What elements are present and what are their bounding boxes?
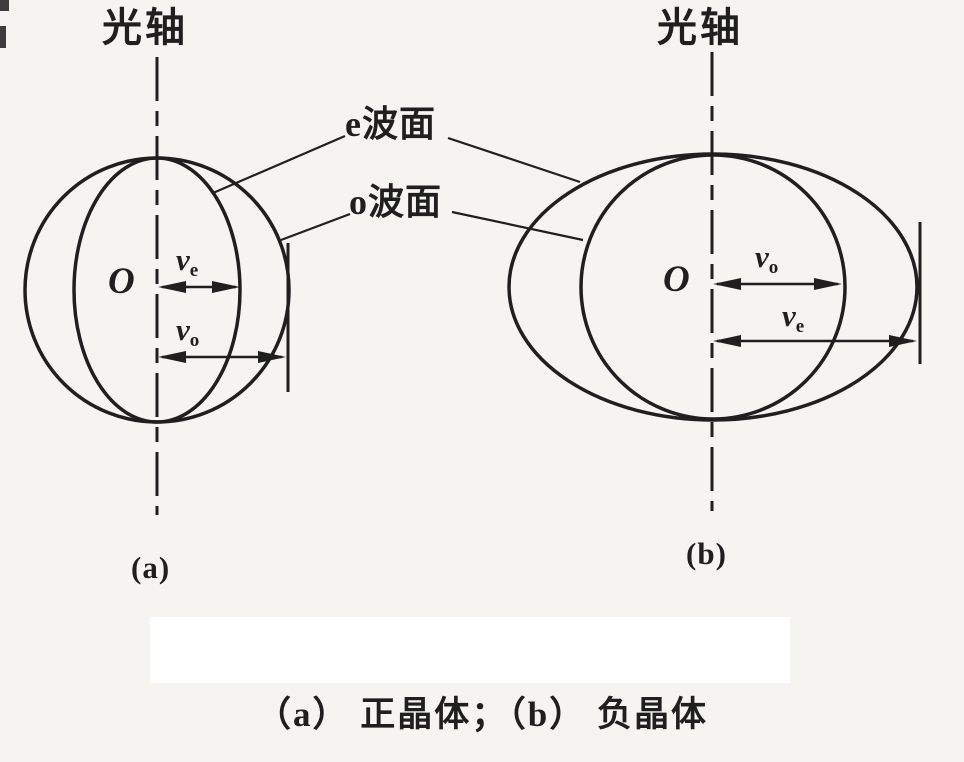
figure-caption: （a） 正晶体；（b） 负晶体	[256, 695, 708, 734]
scan-artifact-mark	[0, 26, 6, 48]
e-wave-surface-ellipse-b	[509, 154, 917, 420]
velocity-subscript: o	[768, 257, 779, 278]
panel-sublabel-a: (a)	[131, 550, 171, 585]
velocity-subscript: o	[189, 330, 200, 351]
background-highlight-band	[150, 617, 790, 683]
ve-arrow-a	[158, 281, 240, 293]
ve-arrow-b	[713, 335, 917, 347]
velocity-symbol: v	[176, 312, 190, 347]
panel-sublabel-b: (b)	[686, 536, 727, 571]
leader-lines	[213, 136, 583, 240]
vo-velocity-label-a: vo	[176, 314, 199, 350]
vo-arrow-a	[158, 351, 286, 363]
o-label-leader-right	[452, 212, 583, 240]
vo-velocity-label-b: vo	[755, 241, 778, 277]
origin-label-b: O	[663, 259, 690, 300]
velocity-symbol: v	[755, 239, 769, 274]
e-wave-surface-ellipse-a	[74, 158, 240, 422]
e-label-leader-right	[448, 138, 580, 182]
scan-artifact-mark	[0, 0, 9, 11]
velocity-symbol: v	[782, 298, 796, 333]
e-wavefront-label: e波面	[345, 104, 436, 144]
o-label-leader-left	[281, 214, 350, 240]
ve-velocity-label-a: ve	[176, 244, 198, 280]
o-wavefront-label: o波面	[349, 182, 443, 222]
origin-label-a: O	[108, 261, 135, 302]
optical-axis-label-b: 光轴	[657, 5, 743, 50]
ve-velocity-label-b: ve	[782, 300, 804, 336]
velocity-symbol: v	[176, 242, 190, 277]
vo-arrow-b	[713, 278, 842, 290]
e-label-leader-left	[213, 136, 345, 193]
diagram-a-positive-crystal	[25, 57, 289, 515]
optical-axis-label-a: 光轴	[102, 5, 188, 50]
velocity-subscript: e	[795, 316, 805, 337]
velocity-subscript: e	[189, 260, 199, 281]
diagram-b-negative-crystal	[509, 52, 920, 511]
